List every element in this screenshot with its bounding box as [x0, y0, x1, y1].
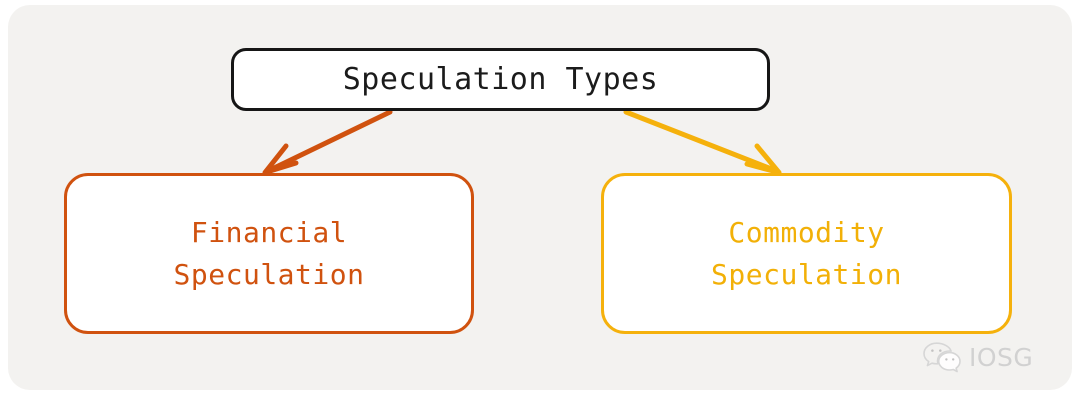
wechat-icon — [923, 342, 961, 373]
node-root-label: Speculation Types — [342, 61, 659, 97]
node-financial-label-line2: Speculation — [173, 257, 365, 291]
node-commodity-label-line1: Commodity — [728, 215, 885, 249]
node-financial-label-line1: Financial — [190, 215, 348, 249]
watermark: IOSG — [922, 341, 1033, 373]
node-financial-speculation[interactable]: Financial Speculation — [64, 173, 474, 334]
watermark-label: IOSG — [969, 342, 1034, 372]
node-financial-label: Financial Speculation — [174, 212, 365, 296]
node-commodity-label-line2: Speculation — [711, 257, 902, 291]
node-commodity-label: Commodity Speculation — [711, 212, 902, 296]
node-speculation-types[interactable]: Speculation Types — [231, 48, 770, 111]
node-commodity-speculation[interactable]: Commodity Speculation — [601, 173, 1012, 334]
